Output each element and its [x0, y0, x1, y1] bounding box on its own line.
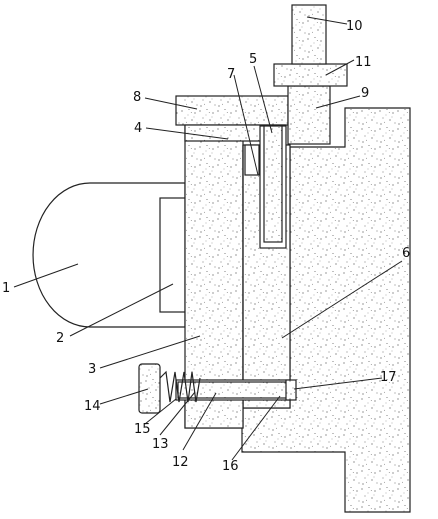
- label-13: 13: [152, 437, 169, 452]
- spring: [159, 370, 201, 403]
- label-12: 12: [172, 455, 189, 470]
- label-3: 3: [88, 362, 96, 377]
- label-1: 1: [2, 281, 10, 296]
- label-4: 4: [134, 121, 142, 136]
- rod-end-cap: [285, 379, 297, 401]
- label-6: 6: [402, 246, 410, 261]
- inner-plate: [159, 197, 186, 313]
- label-11: 11: [355, 55, 372, 70]
- label-16: 16: [222, 459, 239, 474]
- label-14: 14: [84, 399, 101, 414]
- guide-groove: [244, 144, 260, 176]
- label-10: 10: [346, 19, 363, 34]
- label-15: 15: [134, 422, 151, 437]
- label-5: 5: [249, 52, 257, 67]
- motor-housing: [287, 85, 331, 145]
- label-8: 8: [133, 90, 141, 105]
- vertical-rod-inner: [263, 125, 283, 243]
- output-shaft: [291, 4, 327, 65]
- label-2: 2: [56, 331, 64, 346]
- knob: [138, 363, 161, 414]
- label-17: 17: [380, 370, 397, 385]
- dome-head: [32, 182, 186, 328]
- top-plate: [175, 95, 289, 126]
- central-block: [184, 124, 244, 429]
- leader-lines: [13, 16, 403, 461]
- label-7: 7: [227, 67, 235, 82]
- flange: [273, 63, 348, 87]
- label-9: 9: [361, 86, 369, 101]
